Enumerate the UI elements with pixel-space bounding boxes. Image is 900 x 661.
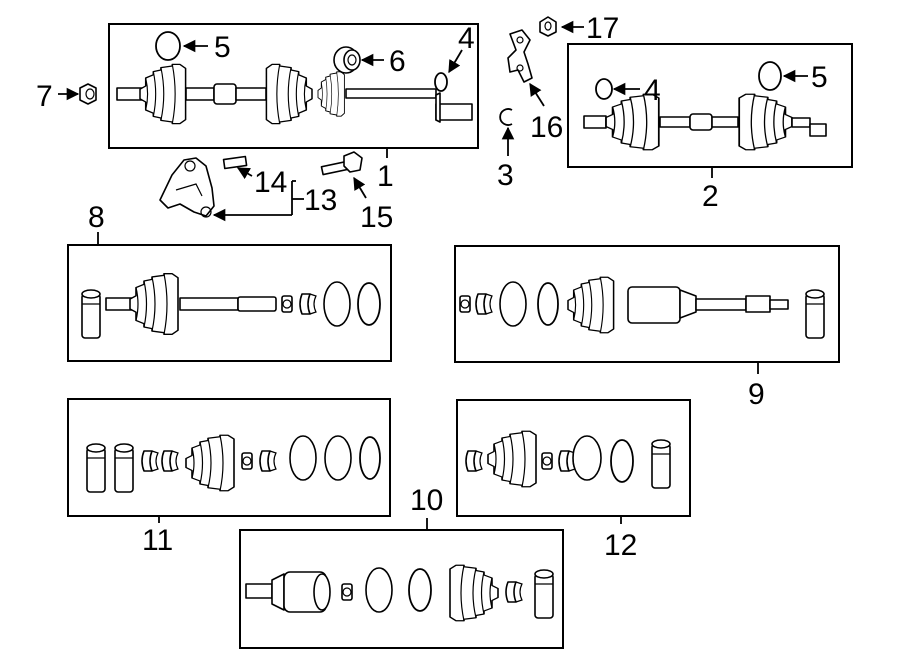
callout-9: 9 [748, 378, 765, 411]
large-clamp-8[interactable] [323, 281, 351, 327]
panel-part-1: 5 6 4 [108, 22, 479, 149]
nut-17[interactable] [539, 16, 557, 37]
axle-shaft-1[interactable] [116, 63, 473, 125]
callout-3: 3 [497, 159, 514, 192]
grease-tube-8[interactable] [81, 289, 101, 339]
snap-ring-11[interactable] [359, 436, 381, 480]
grease-tube-12[interactable] [651, 439, 671, 489]
large-clamp-11b[interactable] [324, 435, 352, 481]
callout-17: 17 [586, 12, 619, 45]
callout-1: 1 [377, 160, 394, 193]
clamp-8[interactable] [281, 295, 293, 313]
grease-tube-11a[interactable] [86, 443, 106, 493]
grease-tube-11b[interactable] [114, 443, 134, 493]
snap-ring-8[interactable] [357, 282, 381, 326]
callout-10: 10 [410, 484, 443, 517]
panel-part-12 [456, 399, 691, 517]
large-clamp-11a[interactable] [289, 435, 317, 481]
callout-16: 16 [530, 111, 563, 144]
callout-12: 12 [604, 529, 637, 562]
clamp-11[interactable] [241, 452, 253, 470]
callout-6: 6 [389, 45, 406, 78]
axle-shaft-2[interactable] [583, 93, 827, 151]
clip-3[interactable] [499, 108, 513, 126]
callout-11: 11 [142, 524, 173, 557]
callout-4b: 4 [644, 74, 661, 107]
callout-8: 8 [88, 201, 105, 234]
stud-14[interactable] [222, 155, 248, 170]
callout-15: 15 [360, 201, 393, 234]
grease-tube-10[interactable] [534, 569, 554, 619]
clamp-12[interactable] [541, 452, 553, 470]
snap-ring-9[interactable] [537, 282, 559, 326]
panel-part-8 [67, 244, 392, 362]
snap-ring-12[interactable] [610, 439, 634, 483]
inner-joint-10[interactable] [245, 571, 331, 613]
o-ring-4-right[interactable] [595, 78, 613, 100]
grease-tube-9[interactable] [805, 289, 825, 339]
inner-joint-9[interactable] [627, 286, 789, 324]
bracket-13[interactable] [159, 157, 215, 218]
callout-5b: 5 [811, 61, 828, 94]
bracket-16[interactable] [507, 29, 533, 83]
bearing-6[interactable] [333, 46, 361, 74]
large-clamp-10[interactable] [365, 567, 393, 613]
large-clamp-9[interactable] [499, 281, 527, 327]
o-ring-4[interactable] [434, 72, 448, 92]
callout-2: 2 [702, 180, 719, 213]
panel-part-9 [454, 245, 840, 363]
panel-part-11 [67, 398, 391, 517]
clamp-9[interactable] [459, 295, 471, 313]
callout-14: 14 [254, 166, 287, 199]
clamp-10[interactable] [341, 583, 353, 601]
callout-4a: 4 [458, 22, 475, 55]
callout-13: 13 [304, 184, 337, 217]
outer-joint-8[interactable] [105, 272, 277, 336]
panel-part-2: 4 5 [567, 43, 853, 168]
seal-ring-5[interactable] [155, 31, 181, 61]
snap-ring-10[interactable] [408, 568, 432, 612]
callout-5a: 5 [214, 31, 231, 64]
large-clamp-12[interactable] [572, 435, 602, 481]
bolt-15[interactable] [320, 151, 363, 176]
panel-part-10 [239, 529, 564, 649]
callout-7: 7 [36, 80, 53, 113]
seal-ring-5-right[interactable] [758, 61, 782, 91]
nut-7[interactable] [79, 83, 97, 105]
